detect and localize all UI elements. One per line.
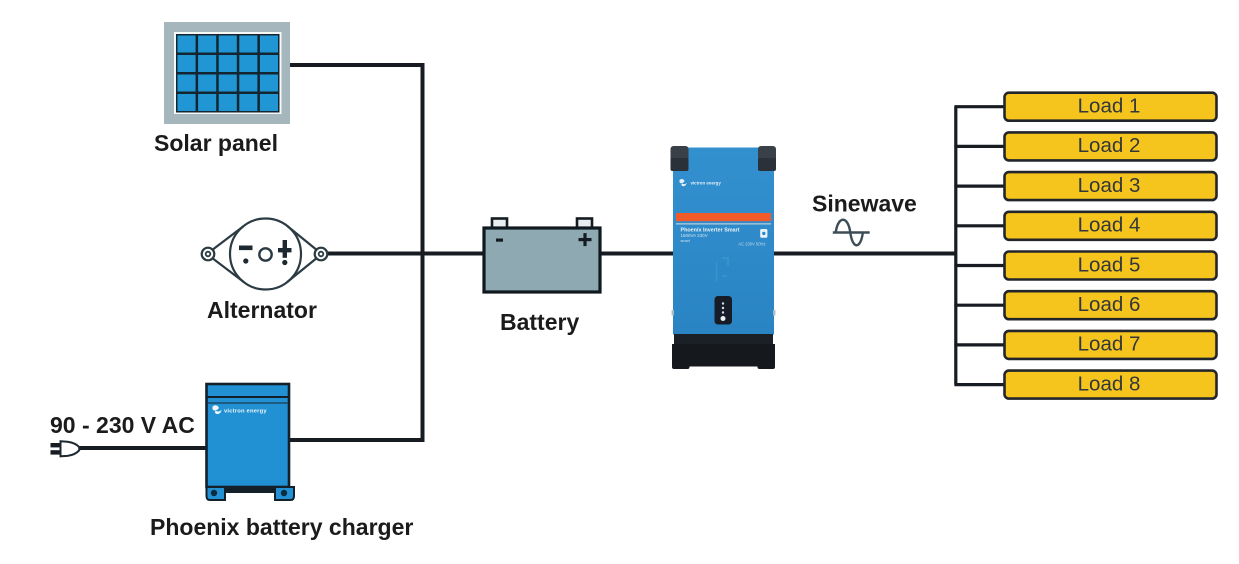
- svg-text:AC 230V 50Hz: AC 230V 50Hz: [738, 242, 765, 247]
- svg-text:Phoenix battery charger: Phoenix battery charger: [150, 514, 413, 540]
- svg-text:Load 2: Load 2: [1078, 134, 1141, 157]
- svg-text:Load 5: Load 5: [1078, 253, 1141, 276]
- svg-text:Load 8: Load 8: [1078, 372, 1141, 395]
- svg-text:Solar panel: Solar panel: [154, 130, 278, 156]
- svg-text:Phoenix Inverter Smart: Phoenix Inverter Smart: [681, 227, 740, 233]
- svg-text:Alternator: Alternator: [207, 297, 317, 323]
- svg-text:victron energy: victron energy: [224, 409, 267, 415]
- svg-text:Load 1: Load 1: [1078, 95, 1141, 118]
- svg-text:Load 7: Load 7: [1078, 333, 1141, 356]
- svg-text:Battery: Battery: [500, 309, 579, 335]
- svg-text:Load 4: Load 4: [1078, 214, 1141, 237]
- svg-text:Sinewave: Sinewave: [812, 191, 917, 217]
- svg-text:smart: smart: [681, 239, 691, 243]
- svg-text:90 - 230 V AC: 90 - 230 V AC: [50, 412, 195, 438]
- svg-text:victron energy: victron energy: [691, 181, 722, 186]
- svg-text:1600VA 230V: 1600VA 230V: [681, 233, 708, 238]
- svg-text:Load 3: Load 3: [1078, 174, 1141, 197]
- svg-text:Load 6: Load 6: [1078, 293, 1141, 316]
